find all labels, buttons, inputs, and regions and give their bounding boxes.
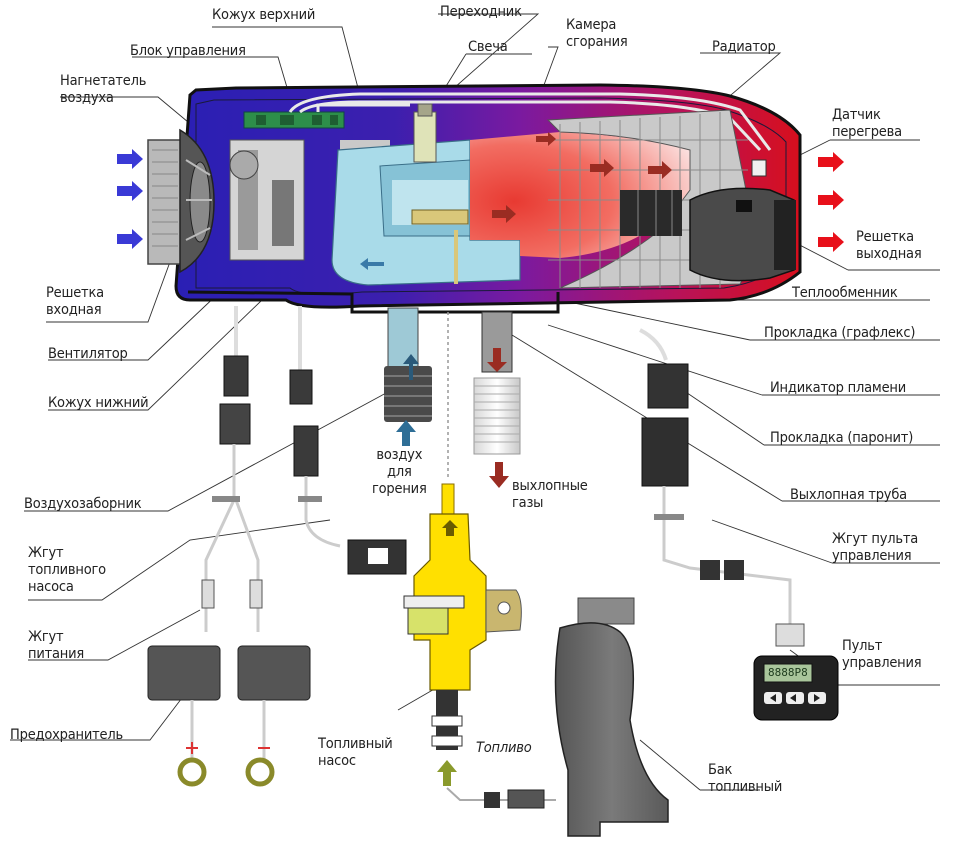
label-control-panel: Пульт управления [842, 638, 922, 671]
label-fuel-pump-harness: Жгут топливного насоса [28, 545, 106, 595]
cold-air-arrows [117, 149, 143, 249]
control-panel-display: 8888P8 [768, 666, 808, 679]
label-heat-exchanger: Теплообменник [792, 285, 898, 301]
heater-body [147, 83, 802, 314]
flame-flow-arrows [492, 132, 672, 223]
label-fan: Вентилятор [48, 346, 128, 362]
label-air-blower: Нагнетатель воздуха [60, 73, 147, 106]
label-control-unit: Блок управления [130, 43, 246, 59]
label-gasket-graflex: Прокладка (графлекс) [764, 325, 916, 341]
label-control-panel-harness: Жгут пульта управления [832, 531, 919, 564]
label-combustion-air: воздух для горения [372, 447, 427, 497]
label-outlet-grille: Решетка выходная [856, 229, 922, 262]
label-gasket-paronite: Прокладка (паронит) [770, 430, 914, 446]
fuel-arrow [437, 760, 457, 786]
label-power-harness: Жгут питания [28, 629, 85, 662]
label-fuel-tank: Бак топливный [708, 762, 783, 795]
label-exhaust-gases: выхлопные газы [512, 478, 588, 511]
label-flame-indicator: Индикатор пламени [770, 380, 906, 396]
right-harness [639, 328, 805, 647]
overheat-sensor-shape [751, 159, 767, 177]
exhaust-gas-arrow [489, 462, 509, 488]
label-fuse: Предохранитель [10, 727, 123, 743]
air-intake-pipe [384, 307, 432, 422]
inlet-grille-shape [147, 139, 183, 265]
hot-air-arrows [818, 152, 844, 252]
label-adapter: Переходник [440, 4, 522, 20]
fuel-tank-shape [554, 597, 669, 837]
label-lower-housing: Кожух нижний [48, 395, 149, 411]
fuse-boxes [147, 645, 311, 787]
glow-plug-shape [413, 111, 437, 163]
label-fuel: Топливо [476, 740, 532, 756]
combustion-air-arrow [396, 420, 416, 446]
label-air-intake: Воздухозаборник [24, 496, 142, 512]
chamber-flow-arrows [360, 258, 384, 270]
label-exhaust-pipe: Выхлопная труба [790, 487, 907, 503]
label-combustion-chamber: Камера сгорания [566, 17, 628, 50]
control-panel-shape [753, 655, 839, 721]
label-radiator: Радиатор [712, 39, 776, 55]
label-upper-housing: Кожух верхний [212, 7, 316, 23]
label-overheat-sensor: Датчик перегрева [832, 107, 902, 140]
left-harness [201, 306, 407, 632]
exhaust-pipe [473, 311, 521, 455]
fuel-pump-shape [403, 483, 522, 750]
label-glow-plug: Свеча [468, 39, 508, 55]
label-fuel-pump: Топливный насос [318, 736, 393, 769]
label-inlet-grille: Решетка входная [46, 285, 104, 318]
